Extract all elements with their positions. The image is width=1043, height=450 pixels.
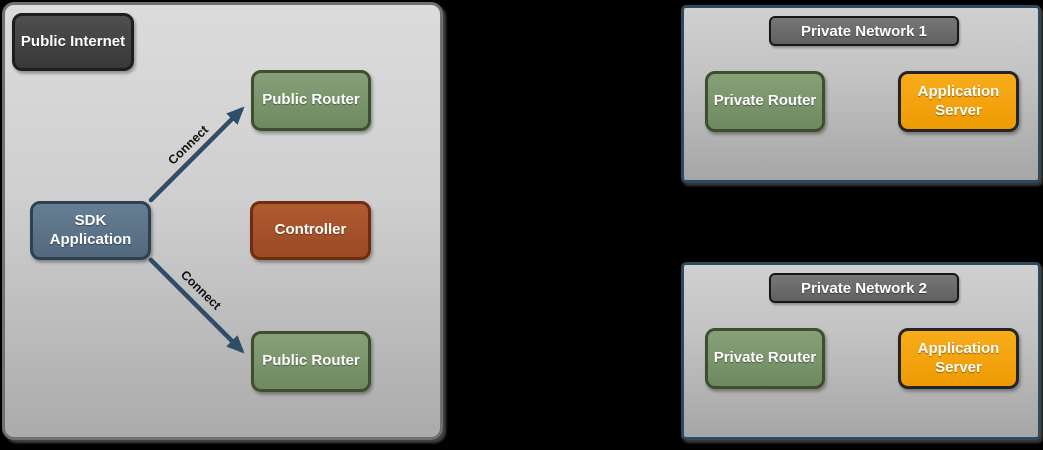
private-network-2-title: Private Network 2 [769,273,959,303]
private-network-1-panel: Private Network 1 Private Router Applica… [681,5,1041,183]
private-network-2-panel: Private Network 2 Private Router Applica… [681,262,1041,440]
node-controller: Controller [250,201,371,260]
node-sdk-application-label: SDK Application [49,211,132,248]
node-application-server-1-label: Application Server [917,82,1000,119]
node-application-server-2: Application Server [898,328,1019,389]
node-private-router-2: Private Router [705,328,825,389]
node-public-router-bottom: Public Router [251,331,371,392]
node-private-router-1: Private Router [705,71,825,132]
node-private-router-1-label: Private Router [713,92,817,110]
node-private-router-2-label: Private Router [713,349,817,367]
node-public-internet-label: Public Internet [20,32,126,50]
node-public-router-top-label: Public Router [262,91,360,109]
node-public-router-top: Public Router [251,70,371,131]
node-public-router-bottom-label: Public Router [262,352,360,370]
private-network-1-title: Private Network 1 [769,16,959,46]
node-sdk-application: SDK Application [30,201,151,260]
node-public-internet: Public Internet [12,13,134,71]
node-application-server-2-label: Application Server [917,339,1000,376]
node-application-server-1: Application Server [898,71,1019,132]
node-controller-label: Controller [274,221,347,239]
